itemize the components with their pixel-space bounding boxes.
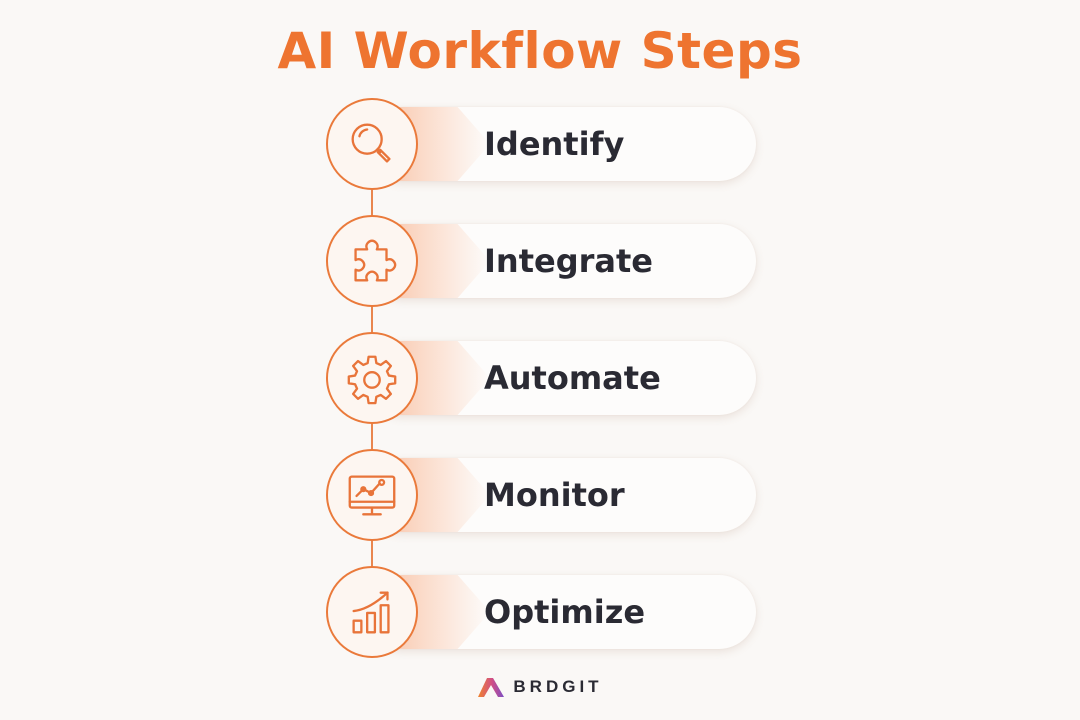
- step-icon-circle: [326, 566, 418, 658]
- brdgit-logo: [478, 678, 505, 697]
- growth-bar-chart-icon: [352, 591, 390, 634]
- step-icon-circle: [326, 215, 418, 307]
- step-label: Identify: [484, 125, 625, 163]
- monitor-chart-icon: [348, 475, 396, 516]
- step-icon-circle: [326, 98, 418, 190]
- step-label: Automate: [484, 359, 661, 397]
- brand-footer: BRDGIT: [0, 676, 1080, 698]
- magnifier-icon: [351, 123, 391, 163]
- step-label: Monitor: [484, 476, 625, 514]
- step-identify: Identify: [326, 98, 766, 190]
- gear-icon: [347, 355, 397, 405]
- brand-name: BRDGIT: [513, 677, 603, 696]
- step-icon-circle: [326, 449, 418, 541]
- page-title: AI Workflow Steps: [277, 22, 803, 80]
- step-icon-circle: [326, 332, 418, 424]
- step-monitor: Monitor: [326, 449, 766, 541]
- step-automate: Automate: [326, 332, 766, 424]
- step-label: Integrate: [484, 242, 653, 280]
- step-optimize: Optimize: [326, 566, 766, 658]
- step-label: Optimize: [484, 593, 646, 631]
- step-integrate: Integrate: [326, 215, 766, 307]
- puzzle-piece-icon: [354, 239, 397, 282]
